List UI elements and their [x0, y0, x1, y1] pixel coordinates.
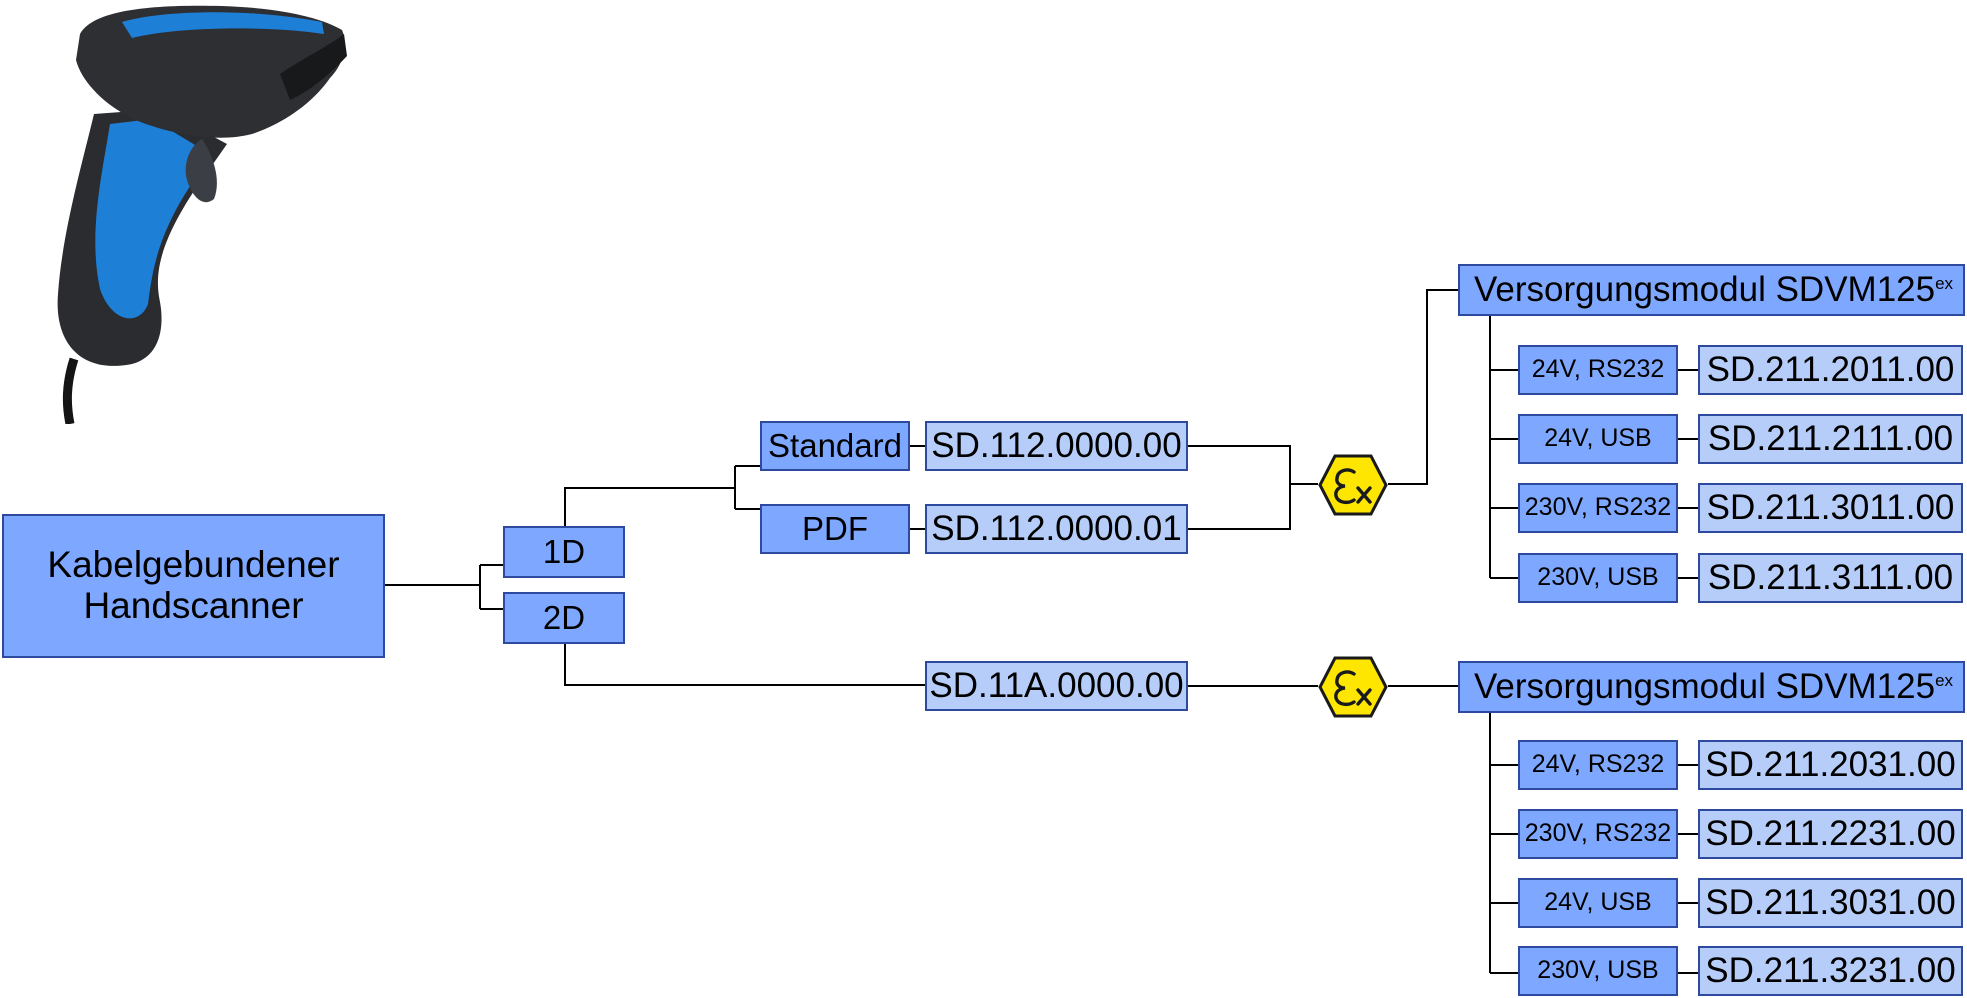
- option-label: 230V, RS232: [1518, 483, 1678, 533]
- module-lower-sup: ex: [1935, 670, 1954, 690]
- module-upper-name: Versorgungsmodul SDVM125: [1474, 269, 1936, 309]
- option-code: SD.211.3111.00: [1698, 553, 1963, 603]
- root-node: Kabelgebundener Handscanner: [2, 514, 385, 658]
- option-code: SD.211.2111.00: [1698, 414, 1963, 464]
- node-1d: 1D: [503, 526, 625, 578]
- handscanner-image: [57, 5, 347, 424]
- module-upper-sup: ex: [1935, 273, 1954, 293]
- code-2d: SD.11A.0000.00: [925, 661, 1188, 711]
- option-label: 230V, USB: [1518, 946, 1678, 996]
- module-lower-name: Versorgungsmodul SDVM125: [1474, 666, 1936, 706]
- code-standard: SD.112.0000.00: [925, 421, 1188, 471]
- node-pdf: PDF: [760, 504, 910, 554]
- option-label: 230V, RS232: [1518, 809, 1678, 859]
- node-standard: Standard: [760, 421, 910, 471]
- option-label: 24V, RS232: [1518, 740, 1678, 790]
- root-label-line2: Handscanner: [83, 585, 304, 626]
- option-code: SD.211.3231.00: [1698, 946, 1963, 996]
- option-label: 24V, RS232: [1518, 345, 1678, 395]
- ex-hazard-icon: [1318, 454, 1388, 516]
- code-pdf: SD.112.0000.01: [925, 504, 1188, 554]
- option-label: 24V, USB: [1518, 414, 1678, 464]
- option-code: SD.211.2011.00: [1698, 345, 1963, 395]
- option-label: 24V, USB: [1518, 878, 1678, 928]
- root-label-line1: Kabelgebundener: [47, 544, 340, 586]
- node-2d: 2D: [503, 592, 625, 644]
- ex-hazard-icon: [1318, 656, 1388, 718]
- option-code: SD.211.3011.00: [1698, 483, 1963, 533]
- option-code: SD.211.2231.00: [1698, 809, 1963, 859]
- option-label: 230V, USB: [1518, 553, 1678, 603]
- option-code: SD.211.3031.00: [1698, 878, 1963, 928]
- option-code: SD.211.2031.00: [1698, 740, 1963, 790]
